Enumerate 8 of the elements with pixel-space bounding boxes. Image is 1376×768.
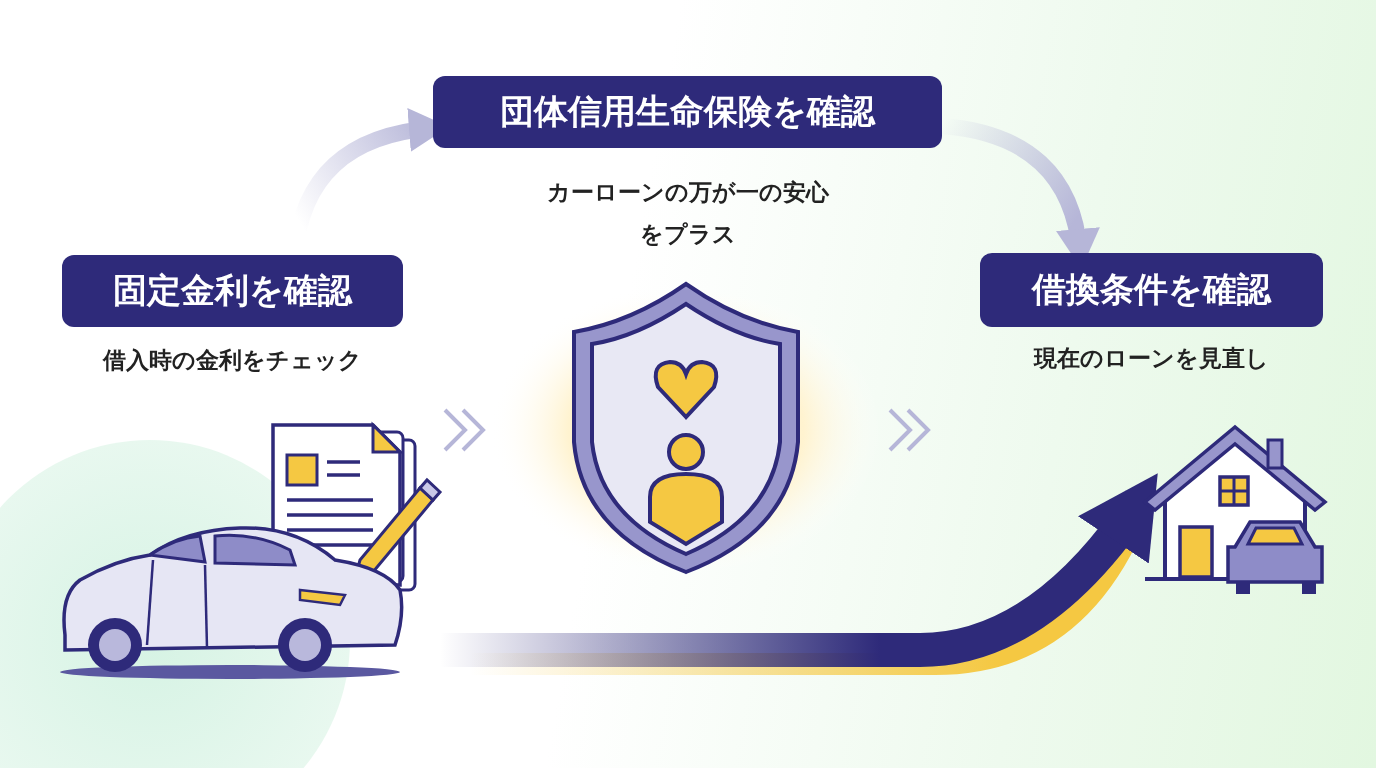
heading-box: 団体信用生命保険を確認: [433, 76, 942, 148]
subtitle: カーローンの万が一の安心をプラス: [545, 178, 830, 249]
arrow: [888, 408, 931, 452]
heading-box: 固定金利を確認: [62, 255, 403, 327]
arrow: [443, 408, 486, 452]
subtitle: 借入時の金利をチェック: [103, 346, 362, 375]
subtitle: 現在のローンを見直し: [1034, 344, 1269, 373]
heading-box: 借換条件を確認: [980, 253, 1323, 327]
